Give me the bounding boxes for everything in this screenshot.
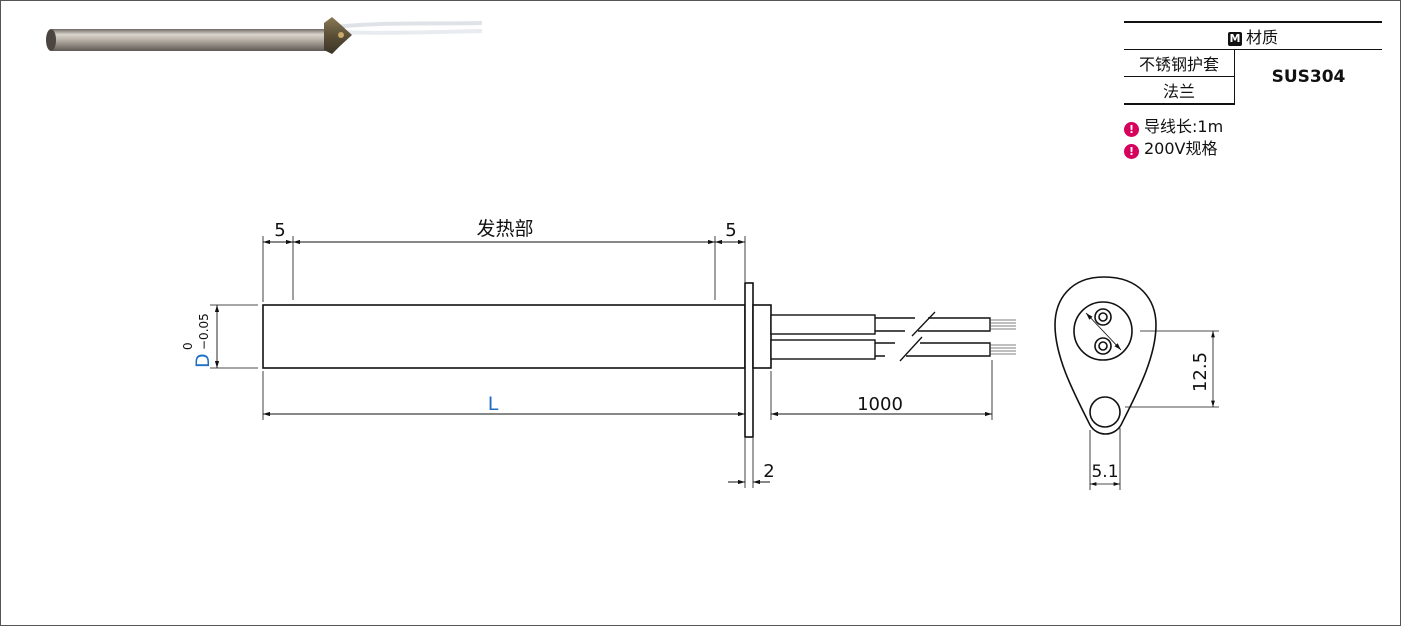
mounting-hole [1089, 396, 1121, 428]
wire-strands [990, 319, 1016, 355]
dim-diameter: D [192, 353, 214, 368]
note-text: 导线长:1m [1144, 117, 1224, 136]
dim-flange-thickness: 2 [763, 461, 774, 482]
note-lead-length: ! 导线长:1m [1124, 113, 1223, 137]
end-view [1054, 276, 1157, 435]
spec-part-sheath: 不锈钢护套 [1124, 49, 1235, 77]
sheath-photo [50, 29, 330, 51]
material-badge-icon: M [1227, 32, 1242, 46]
dim-hole-offset: 12.5 [1190, 352, 1211, 392]
dim-diameter-group: D 0 −0.05 [181, 313, 214, 368]
spec-material-value: SUS304 [1271, 67, 1346, 87]
extension-lines [210, 236, 993, 488]
sheath-outline [262, 304, 746, 369]
spec-header-label: 材质 [1245, 28, 1278, 47]
dim-right-margin: 5 [725, 220, 736, 241]
spec-row: 法兰 [1124, 76, 1382, 105]
dim-left-margin: 5 [274, 220, 285, 241]
lead-wires [770, 314, 991, 360]
dim-tol-lower: −0.05 [197, 313, 211, 350]
dimension-lines [214, 239, 992, 485]
dim-tol-upper: 0 [181, 342, 195, 350]
note-voltage: ! 200V规格 [1124, 135, 1218, 159]
exclamation-icon: ! [1124, 144, 1139, 159]
flange-outline [744, 282, 754, 438]
note-text: 200V规格 [1144, 139, 1218, 158]
dim-hole-diameter: 5.1 [1091, 462, 1118, 482]
dim-lead-length: 1000 [857, 394, 903, 415]
flange-photo [324, 17, 352, 54]
break-mark [899, 311, 936, 362]
spec-part-flange: 法兰 [1124, 76, 1235, 105]
diameter-leader [1085, 312, 1122, 351]
product-photo [46, 17, 483, 54]
dim-heating-section: 发热部 [476, 218, 533, 240]
dim-length: L [488, 393, 499, 415]
end-view-dimensions [1089, 330, 1219, 490]
spec-row: 不锈钢护套 SUS304 [1124, 49, 1382, 87]
exclamation-icon: ! [1124, 122, 1139, 137]
lead-exit-stub [752, 304, 772, 369]
